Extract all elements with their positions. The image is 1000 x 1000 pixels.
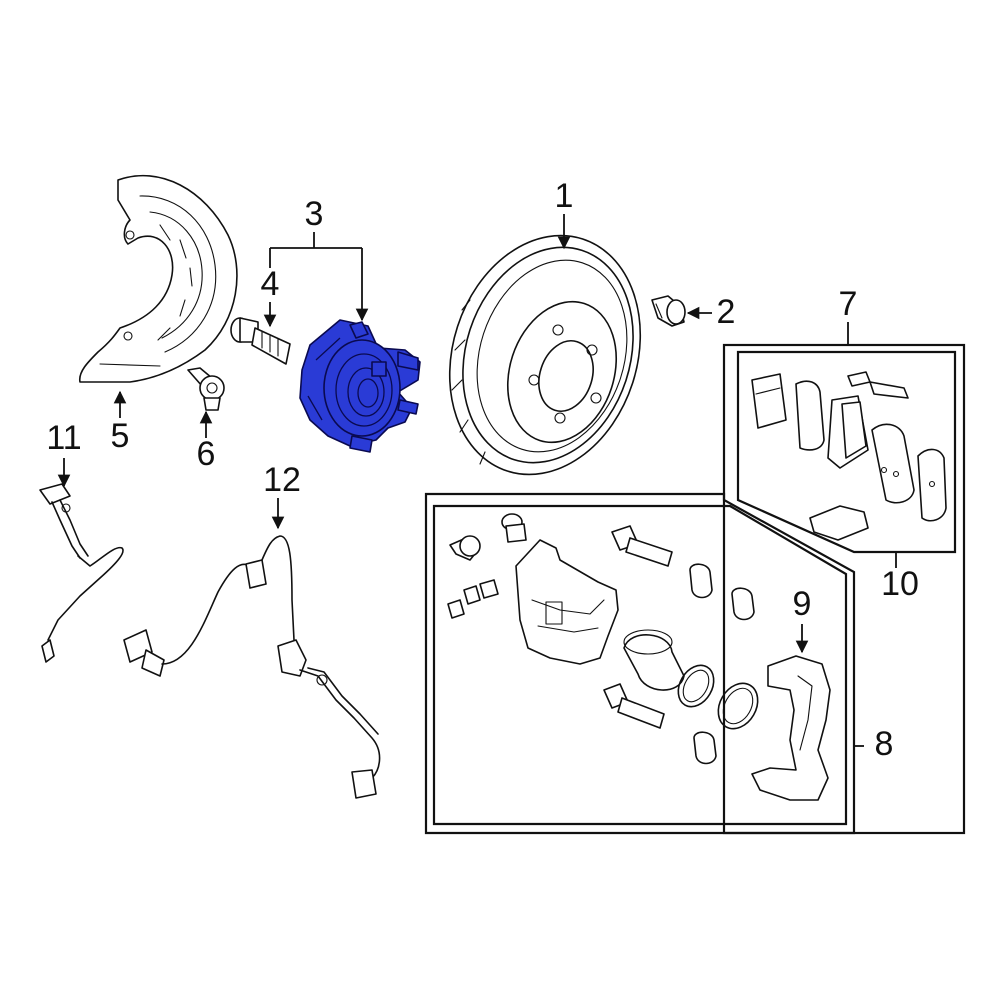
callout-10[interactable]: 10 (881, 565, 919, 603)
leader-lines (57, 214, 897, 747)
callout-8[interactable]: 8 (875, 725, 894, 763)
callout-3[interactable]: 3 (305, 195, 324, 233)
sensor-harness[interactable] (123, 535, 381, 799)
callout-labels: 1 2 3 4 5 6 7 8 9 10 11 12 (46, 177, 919, 763)
callout-7[interactable]: 7 (839, 285, 858, 323)
brake-rotor[interactable] (420, 211, 670, 500)
rotor-screw[interactable] (651, 295, 686, 327)
brake-pad-set[interactable] (751, 371, 947, 541)
caliper-inner-box (432, 504, 848, 826)
caliper-kit-box (424, 492, 856, 835)
callout-9[interactable]: 9 (793, 585, 812, 623)
caliper-assembly[interactable] (447, 513, 831, 801)
splash-shield[interactable] (78, 174, 238, 383)
pad-inner-box (736, 350, 957, 554)
callout-1[interactable]: 1 (555, 177, 574, 215)
hub-assembly[interactable] (299, 319, 421, 453)
callout-6[interactable]: 6 (197, 435, 216, 473)
shield-clip[interactable] (187, 367, 225, 411)
hub-bolt[interactable] (230, 317, 291, 365)
callout-11[interactable]: 11 (46, 419, 81, 457)
callout-12[interactable]: 12 (263, 461, 301, 499)
callout-5[interactable]: 5 (111, 417, 130, 455)
callout-4[interactable]: 4 (261, 265, 280, 303)
callout-2[interactable]: 2 (717, 293, 736, 331)
wheel-speed-sensor[interactable] (39, 483, 124, 663)
